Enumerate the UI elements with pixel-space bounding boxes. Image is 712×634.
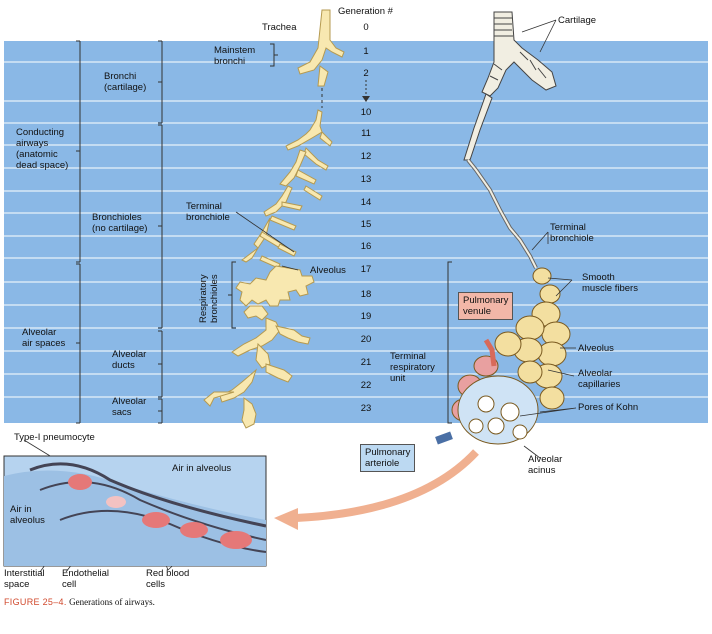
generation-number: 19 (360, 311, 372, 322)
generation-arrow-head (362, 96, 370, 102)
respiratory-bronchioles-label: Respiratory bronchioles (198, 274, 220, 323)
alveolus-tree-label: Alveolus (310, 265, 346, 276)
zoom-arrow (295, 449, 479, 522)
terminal-respiratory-unit-label: Terminal respiratory unit (390, 351, 435, 384)
figure-caption-text: Generations of airways. (69, 597, 155, 607)
generation-row-lines (4, 61, 708, 398)
pulmonary-venule-box: Pulmonary venule (458, 292, 514, 320)
arteriole-stub (435, 431, 453, 445)
generation-number: 11 (361, 128, 371, 139)
cartilage-label: Cartilage (558, 15, 597, 26)
conducting-airways-label: Conducting airways (anatomic dead space) (16, 127, 69, 171)
terminal-bronchiole-label: Terminal bronchiole (186, 201, 230, 223)
red-blood-cells-label: Red blood cells (146, 568, 190, 590)
generation-number: 23 (360, 403, 372, 414)
generation-number: 0 (363, 22, 369, 33)
generation-number: 12 (360, 151, 372, 162)
generation-number: 22 (360, 380, 372, 391)
generation-number: 15 (360, 219, 372, 230)
generation-number: 2 (363, 68, 369, 79)
trachea-label: Trachea (262, 22, 297, 33)
pulmonary-venule-vessel (483, 338, 497, 367)
bronchioles-label: Bronchioles (no cartilage) (92, 212, 148, 234)
cartilage-rings (489, 17, 547, 81)
alveolar-acinus-label: Alveolar acinus (528, 454, 563, 476)
air-in-alveolus-left-label: Air in alveolus (10, 504, 45, 526)
pores-of-kohn-label: Pores of Kohn (578, 402, 639, 413)
type1-pneumocyte-label: Type-I pneumocyte (14, 432, 95, 443)
alveolar-sacs-label: Alveolar sacs (112, 396, 147, 418)
terminal-bronchiole-right-label: Terminal bronchiole (550, 222, 594, 244)
generation-number: 10 (360, 107, 372, 118)
bronchi-label: Bronchi (cartilage) (104, 71, 147, 93)
endothelial-cell-label: Endothelial cell (62, 568, 110, 590)
generation-number: 1 (363, 46, 369, 57)
alveolar-air-spaces-label: Alveolar air spaces (22, 327, 66, 349)
pulmonary-arteriole-box: Pulmonary arteriole (360, 444, 416, 472)
airway-tree (203, 9, 345, 429)
alveolus-right-label: Alveolus (578, 343, 614, 354)
figure-caption: FIGURE 25–4. Generations of airways. (4, 597, 155, 607)
acinus-cluster (451, 267, 571, 445)
generation-number: 14 (360, 197, 372, 208)
generation-number: 17 (360, 264, 372, 275)
smooth-muscle-label: Smooth muscle fibers (582, 272, 638, 294)
alveolar-ducts-label: Alveolar ducts (112, 349, 147, 371)
figure-number: FIGURE 25–4. (4, 597, 67, 607)
generation-number: 21 (360, 357, 372, 368)
generation-number: 18 (360, 289, 372, 300)
generation-header: Generation # (338, 6, 393, 17)
air-in-alveolus-top-label: Air in alveolus (172, 463, 232, 474)
generation-number: 20 (360, 334, 372, 345)
alveolar-capillaries-label: Alveolar capillaries (578, 368, 621, 390)
interstitial-space-label: Interstitial space (4, 568, 45, 590)
generation-number: 13 (360, 174, 372, 185)
inset-cross-section (3, 455, 267, 567)
mainstem-bronchi-label: Mainstem bronchi (214, 45, 256, 67)
zone-brackets (76, 40, 452, 424)
generation-number: 16 (360, 241, 372, 252)
trachea-drawing (463, 11, 557, 161)
generation-band (4, 41, 708, 423)
